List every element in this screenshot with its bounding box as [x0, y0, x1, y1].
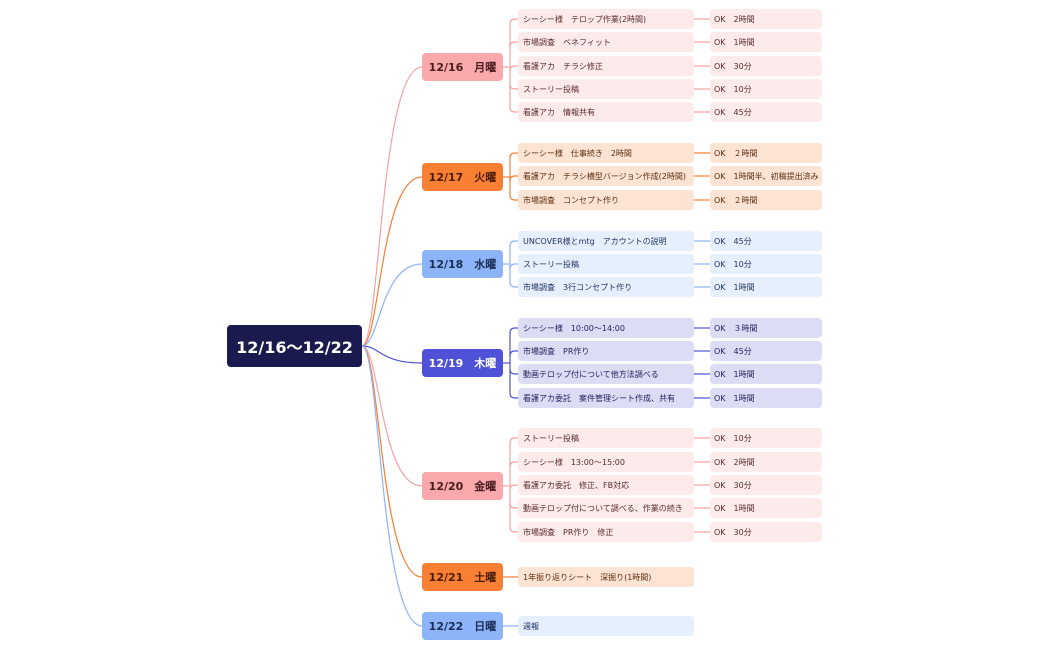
status-note[interactable]: OK 1時間: [710, 32, 822, 52]
task-node[interactable]: 市場調査 ベネフィット: [518, 32, 694, 52]
status-note[interactable]: OK ３時間: [710, 318, 822, 338]
task-connector: [509, 175, 518, 182]
root-day-connector: [361, 345, 423, 364]
status-note[interactable]: OK ２時間: [710, 190, 822, 210]
task-connector: [509, 65, 518, 72]
day-node[interactable]: 12/19 木曜: [422, 349, 503, 377]
root-day-connector: [361, 66, 423, 347]
status-note[interactable]: OK 10分: [710, 79, 822, 99]
task-connector: [509, 502, 518, 509]
task-connector: [509, 194, 518, 201]
task-node[interactable]: 看護アカ 情報共有: [518, 102, 694, 122]
status-note[interactable]: OK ２時間: [710, 143, 822, 163]
task-connector: [509, 41, 518, 48]
status-note[interactable]: OK 45分: [710, 341, 822, 361]
status-note[interactable]: OK 30分: [710, 522, 822, 542]
task-node[interactable]: 市場調査 コンセプト作り: [518, 190, 694, 210]
status-note[interactable]: OK 1時間: [710, 277, 822, 297]
task-node[interactable]: UNCOVER様とmtg アカウントの説明: [518, 231, 694, 251]
root-day-connector: [361, 345, 423, 578]
task-connector: [509, 526, 518, 533]
status-note[interactable]: OK 1時間: [710, 498, 822, 518]
task-connector: [509, 106, 518, 113]
status-note[interactable]: OK 30分: [710, 56, 822, 76]
status-note[interactable]: OK 10分: [710, 428, 822, 448]
task-node[interactable]: 動画テロップ付について調べる、作業の続き: [518, 498, 694, 518]
task-node[interactable]: ストーリー投稿: [518, 79, 694, 99]
task-connector: [509, 437, 518, 444]
task-connector: [509, 350, 518, 357]
root-day-connector: [361, 263, 423, 347]
root-day-connector: [361, 345, 423, 627]
task-node[interactable]: 看護アカ委託 修正、FB対応: [518, 475, 694, 495]
status-note[interactable]: OK 2時間: [710, 9, 822, 29]
task-connector: [509, 240, 518, 247]
task-node[interactable]: シーシー様 仕事続き 2時間: [518, 143, 694, 163]
task-connector: [509, 327, 518, 334]
task-node[interactable]: 1年振り返りシート 深掘り(1時間): [518, 567, 694, 587]
task-node[interactable]: 看護アカ チラシ横型バージョン作成(2時間): [518, 166, 694, 186]
task-node[interactable]: 週報: [518, 616, 694, 636]
task-connector: [509, 18, 518, 25]
day-node[interactable]: 12/18 水曜: [422, 250, 503, 278]
root-day-connector: [361, 345, 423, 487]
task-connector: [509, 83, 518, 90]
day-node[interactable]: 12/21 土曜: [422, 563, 503, 591]
status-note[interactable]: OK 45分: [710, 231, 822, 251]
status-note[interactable]: OK 1時間: [710, 364, 822, 384]
task-node[interactable]: 看護アカ チラシ修正: [518, 56, 694, 76]
task-connector: [509, 461, 518, 468]
task-node[interactable]: 動画テロップ付について他方法調べる: [518, 364, 694, 384]
task-connector: [509, 368, 518, 375]
day-node[interactable]: 12/22 日曜: [422, 612, 503, 640]
task-node[interactable]: 看護アカ委託 案件管理シート作成、共有: [518, 388, 694, 408]
task-connector: [509, 392, 518, 399]
day-node[interactable]: 12/17 火曜: [422, 163, 503, 191]
day-node[interactable]: 12/16 月曜: [422, 53, 503, 81]
task-node[interactable]: シーシー様 13:00〜15:00: [518, 452, 694, 472]
root-node[interactable]: 12/16〜12/22: [227, 325, 362, 367]
task-connector: [509, 484, 518, 491]
task-connector: [509, 263, 518, 270]
status-note[interactable]: OK 30分: [710, 475, 822, 495]
status-note[interactable]: OK 2時間: [710, 452, 822, 472]
task-node[interactable]: 市場調査 PR作り: [518, 341, 694, 361]
status-note[interactable]: OK 10分: [710, 254, 822, 274]
root-day-connector: [361, 176, 423, 347]
task-node[interactable]: 市場調査 PR作り 修正: [518, 522, 694, 542]
task-node[interactable]: シーシー様 テロップ作業(2時間): [518, 9, 694, 29]
task-node[interactable]: ストーリー投稿: [518, 428, 694, 448]
task-node[interactable]: ストーリー投稿: [518, 254, 694, 274]
task-connector: [509, 152, 518, 159]
status-note[interactable]: OK 1時間: [710, 388, 822, 408]
status-note[interactable]: OK 1時間半、初稿提出済み: [710, 166, 822, 186]
task-node[interactable]: シーシー様 10:00〜14:00: [518, 318, 694, 338]
task-connector: [509, 281, 518, 288]
day-node[interactable]: 12/20 金曜: [422, 472, 503, 500]
status-note[interactable]: OK 45分: [710, 102, 822, 122]
task-node[interactable]: 市場調査 3行コンセプト作り: [518, 277, 694, 297]
